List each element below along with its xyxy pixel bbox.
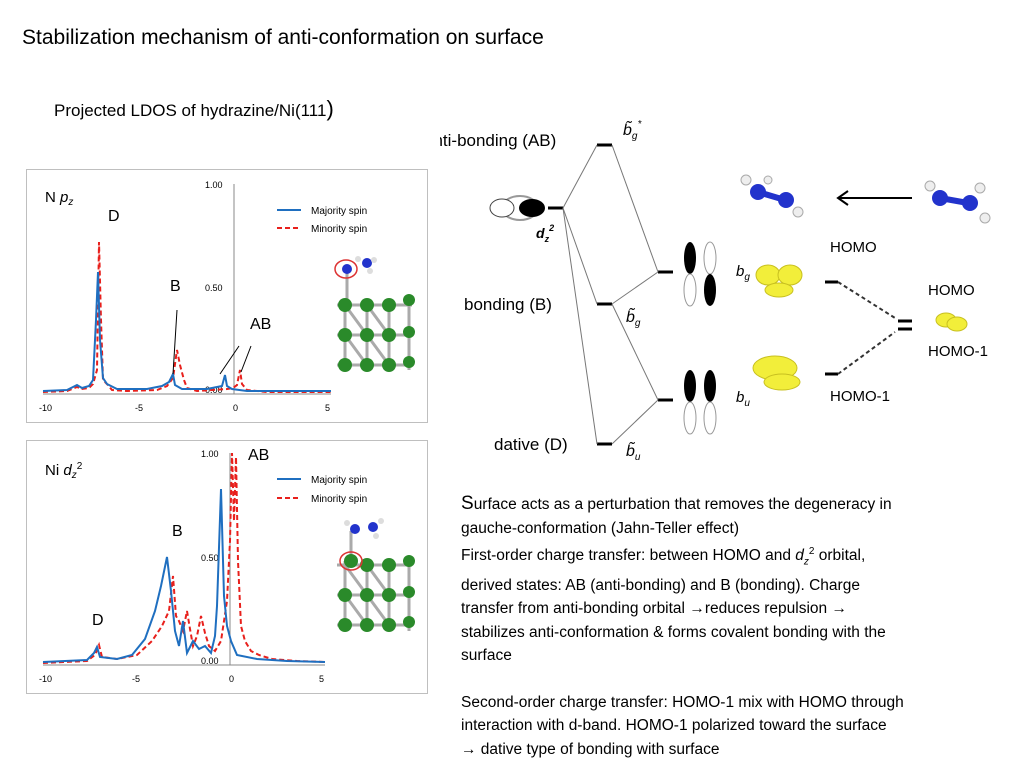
mo-isosurface-icon	[752, 264, 968, 391]
arrow-icon: →	[461, 740, 477, 758]
text-line: Surface acts as a perturbation that remo…	[461, 493, 892, 514]
x-tick-label: 5	[325, 403, 330, 413]
text-line: stabilizes anti-conformation & forms cov…	[461, 623, 886, 641]
x-tick-label: -5	[132, 674, 140, 684]
peak-label-ab: AB	[250, 316, 272, 333]
y-tick-label: 1.00	[201, 449, 219, 459]
x-tick-label: -10	[39, 674, 52, 684]
x-tick-label: 0	[229, 674, 234, 684]
level-label-ab: anti-bonding (AB)	[440, 131, 556, 150]
symmetry-label: b̃u	[626, 440, 641, 463]
orbital-label: Ni dz2	[45, 461, 83, 481]
leader-line	[172, 309, 178, 375]
peak-label-b: B	[172, 523, 183, 540]
x-tick-label: -10	[39, 403, 52, 413]
legend-majority-label: Majority spin	[311, 206, 367, 217]
symmetry-label: bu	[736, 389, 750, 409]
energy-levels	[548, 143, 912, 446]
legend-minority-label: Minority spin	[311, 494, 367, 505]
subtitle-text: Projected LDOS of hydrazine/Ni(111	[54, 101, 327, 120]
text-line: Second-order charge transfer: HOMO-1 mix…	[461, 693, 904, 711]
ldos-panel-ni-dz2: 1.00 0.50 0.00 -10 -5 0 5 Majority spin …	[26, 440, 428, 694]
peak-label-d: D	[92, 612, 104, 629]
ldos-chart-ni-dz2: 1.00 0.50 0.00 -10 -5 0 5 Majority spin …	[39, 449, 415, 684]
level-label-d: dative (D)	[494, 435, 568, 454]
arrow-icon: →	[831, 600, 847, 618]
orbital-label: N pz	[45, 189, 73, 208]
homo-mixing-lines	[837, 281, 896, 375]
explanation-text: Surface acts as a perturbation that remo…	[461, 492, 1021, 761]
ni-surface-model	[337, 518, 415, 632]
ldos-chart-n-pz: 1.00 0.50 0.00 -10 -5 0 5 Majority spin …	[39, 180, 415, 413]
text-line: transfer from anti-bonding orbital →redu…	[461, 600, 847, 618]
hydrazine-molecule-icon	[924, 180, 991, 224]
peak-label-ab: AB	[248, 447, 270, 464]
minority-spin-curve	[42, 452, 326, 664]
text-line: interaction with d-band. HOMO-1 polarize…	[461, 717, 887, 735]
x-tick-label: 0	[233, 403, 238, 413]
minority-spin-curve	[42, 241, 331, 393]
mo-diagram: anti-bonding (AB) bonding (B) dative (D)…	[440, 119, 991, 463]
homo-label: HOMO	[928, 282, 975, 299]
ldos-panel-n-pz: 1.00 0.50 0.00 -10 -5 0 5 Majority spin …	[26, 169, 428, 423]
y-tick-label: 0.50	[205, 283, 223, 293]
text-line: → dative type of bonding with surface	[461, 740, 720, 758]
symmetry-label: b̃g*	[623, 119, 642, 142]
homo1-label: HOMO-1	[928, 343, 988, 360]
y-tick-label: 0.50	[201, 553, 219, 563]
text-line: gauche-conformation (Jahn-Teller effect)	[461, 519, 739, 537]
homo1-label: HOMO-1	[830, 388, 890, 405]
x-tick-label: -5	[135, 403, 143, 413]
majority-spin-curve	[42, 271, 331, 392]
homo-label: HOMO	[830, 239, 877, 256]
leader-line	[219, 345, 240, 375]
bg-p-orbital-icon	[683, 241, 717, 307]
correlation-lines	[562, 144, 659, 445]
leader-line	[240, 345, 252, 373]
legend-majority-label: Majority spin	[311, 475, 367, 486]
arrow-icon: →	[689, 600, 705, 618]
majority-spin-curve	[42, 488, 326, 663]
x-tick-label: 5	[319, 674, 324, 684]
peak-label-b: B	[170, 278, 181, 295]
hydrazine-molecule-icon	[740, 174, 804, 218]
level-label-b: bonding (B)	[464, 295, 552, 314]
text-line: derived states: AB (anti-bonding) and B …	[461, 576, 860, 594]
symmetry-label: b̃g	[626, 306, 641, 329]
text-line: surface	[461, 647, 512, 665]
text-line: First-order charge transfer: between HOM…	[461, 546, 866, 568]
peak-label-d: D	[108, 208, 120, 225]
dz2-orbital-icon	[489, 195, 545, 221]
ldos-subtitle: Projected LDOS of hydrazine/Ni(111)	[54, 96, 334, 122]
dz2-label: dz2	[536, 223, 554, 244]
ni-surface-model	[334, 256, 415, 372]
y-tick-label: 1.00	[205, 180, 223, 190]
legend-minority-label: Minority spin	[311, 224, 367, 235]
bu-p-orbital-icon	[683, 370, 717, 435]
y-tick-label: 0.00	[201, 656, 219, 666]
transformation-arrow	[836, 190, 912, 206]
slide-title: Stabilization mechanism of anti-conforma…	[22, 26, 544, 49]
subtitle-paren: )	[326, 96, 334, 121]
symmetry-label: bg	[736, 263, 750, 283]
